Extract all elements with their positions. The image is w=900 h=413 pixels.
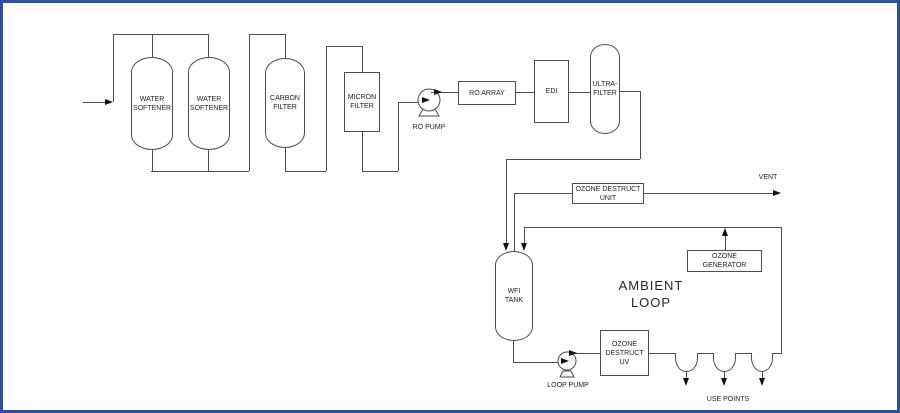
pipe-softener2-outlet-stub xyxy=(208,150,209,171)
pipe-softener1-outlet-stub xyxy=(152,150,153,171)
edi-label: EDI xyxy=(545,88,558,95)
pipe-to-ozone-destruct-unit xyxy=(514,193,572,194)
ozone-destruct-unit-box: OZONE DESTRUCT UNIT xyxy=(572,183,644,204)
ro-pump-label: RO PUMP xyxy=(412,124,446,131)
ozone-destruct-uv-box: OZONE DESTRUCT UV xyxy=(600,330,649,376)
use-point-3-arrow-icon xyxy=(758,378,765,386)
ozone-destruct-unit-label-line2: UNIT xyxy=(599,194,617,202)
use-point-3-stem xyxy=(762,372,763,378)
pipe-loop-pump-suction xyxy=(513,362,558,363)
water-softener-2-label-line1: WATER xyxy=(196,95,222,103)
use-point-1-arrow-icon xyxy=(682,378,689,386)
pipe-loop-right-riser xyxy=(781,227,782,353)
pipe-usepoint-run-4 xyxy=(773,353,782,354)
pipe-micron-top-run xyxy=(326,46,362,47)
micron-filter-label-line2: FILTER xyxy=(350,103,374,110)
ozone-destruct-uv-label-line1: OZONE xyxy=(612,340,637,348)
ultra-filter-label-line2: FILTER xyxy=(593,90,617,97)
use-points-label: USE POINTS xyxy=(706,396,750,403)
carbon-filter-label-line2: FILTER xyxy=(273,104,297,111)
pipe-tank-vent-riser xyxy=(514,193,515,251)
edi-box: EDI xyxy=(534,60,569,123)
pipe-riser-to-ro-pump xyxy=(398,102,399,171)
pipe-micron-outlet-stub xyxy=(362,132,363,171)
pipe-loop-return-run xyxy=(524,227,781,228)
ro-pump-discharge-arrow-icon xyxy=(434,88,442,95)
pipe-softener-bottom-manifold xyxy=(151,171,249,172)
pipe-usepoint-run-2 xyxy=(698,353,713,354)
micron-filter-label-line1: MICRON xyxy=(347,94,377,101)
pipe-ozone-generator-feed xyxy=(725,235,726,250)
pipe-usepoint-run-1 xyxy=(649,353,675,354)
water-softener-1-label-line2: SOFTENER xyxy=(132,104,172,112)
loop-return-arrow-icon xyxy=(520,243,527,251)
pipe-micron-inlet-stub xyxy=(362,46,363,72)
pipe-vent-line xyxy=(644,193,773,194)
ultra-filter-label-line1: ULTRA- xyxy=(592,81,618,88)
ro-array-label: RO ARRAY xyxy=(469,89,505,97)
pipe-carbon-bottom-run xyxy=(285,171,326,172)
ambient-loop-label-line2: LOOP xyxy=(630,295,672,310)
pipe-tank-outlet-stub xyxy=(513,341,514,362)
pipe-ultrafilter-outlet xyxy=(620,91,640,92)
pipe-tank-feed-drop xyxy=(506,159,507,244)
water-softener-1-label-line1: WATER xyxy=(139,95,165,103)
pipe-carbon-outlet-stub xyxy=(285,148,286,171)
pipe-loop-return-drop xyxy=(524,227,525,243)
pipe-micron-bottom-run xyxy=(362,171,398,172)
ro-pump-inlet-arrow-icon xyxy=(422,96,430,103)
ozone-generator-label-line2: GENERATOR xyxy=(702,262,747,269)
water-softener-2-label-line2: SOFTENER xyxy=(189,104,229,112)
loop-pump-discharge-arrow-icon xyxy=(569,349,577,356)
wfi-tank-vessel: WFI TANK xyxy=(495,251,533,341)
carbon-filter-label-line1: CARBON xyxy=(270,95,300,102)
ozone-destruct-uv-label-line2: DESTRUCT xyxy=(605,349,644,357)
pipe-ro-pump-suction xyxy=(398,102,418,103)
tank-feed-arrow-icon xyxy=(502,243,509,251)
ozone-generator-box: OZONE GENERATOR xyxy=(687,250,762,272)
vent-arrow-icon xyxy=(773,189,781,196)
micron-filter-box: MICRON FILTER xyxy=(344,72,380,132)
use-point-3-dip xyxy=(751,353,773,372)
pipe-carbon-top-run xyxy=(249,34,285,35)
pipe-softener2-inlet-stub xyxy=(208,34,209,57)
feed-flow-arrow-icon xyxy=(105,98,113,105)
wfi-tank-label-line2: TANK xyxy=(504,297,524,304)
water-softener-1-vessel: WATER SOFTENER xyxy=(131,57,173,150)
pipe-roarray-to-edi xyxy=(516,92,534,93)
pipe-feed-riser xyxy=(113,34,114,102)
vent-label: VENT xyxy=(758,174,778,181)
ultra-filter-vessel: ULTRA- FILTER xyxy=(590,44,620,134)
pipe-ultrafilter-downcomer xyxy=(640,91,641,159)
loop-pump-inlet-arrow-icon xyxy=(561,357,569,364)
ambient-loop-label-line1: AMBIENT xyxy=(618,278,684,293)
ro-array-box: RO ARRAY xyxy=(458,81,516,105)
use-point-1-dip xyxy=(675,353,698,372)
pipe-usepoint-run-3 xyxy=(736,353,751,354)
ozone-generator-arrow-icon xyxy=(721,228,728,236)
pipe-softener1-inlet-stub xyxy=(152,34,153,57)
carbon-filter-vessel: CARBON FILTER xyxy=(265,58,305,148)
loop-pump-label: LOOP PUMP xyxy=(547,382,589,389)
use-point-1-stem xyxy=(686,372,687,378)
pipe-riser-to-carbon xyxy=(249,34,250,171)
use-point-2-stem xyxy=(724,372,725,378)
pipe-loop-pump-discharge xyxy=(570,353,600,354)
ozone-destruct-uv-label-line3: UV xyxy=(619,358,630,366)
wfi-tank-label-line1: WFI xyxy=(507,288,521,295)
pipe-transfer-run xyxy=(506,159,640,160)
use-point-2-dip xyxy=(713,353,736,372)
pipe-ro-pump-discharge xyxy=(431,92,458,93)
pipe-feed-inlet xyxy=(83,102,107,103)
pipe-riser-to-micron xyxy=(326,46,327,171)
pipe-edi-to-ultrafilter xyxy=(569,92,590,93)
ozone-generator-label-line1: OZONE xyxy=(712,253,737,260)
water-softener-2-vessel: WATER SOFTENER xyxy=(188,57,230,150)
pipe-softener-top-manifold xyxy=(113,34,208,35)
ozone-destruct-unit-label-line1: OZONE DESTRUCT xyxy=(575,185,641,193)
use-point-2-arrow-icon xyxy=(720,378,727,386)
pipe-carbon-inlet-stub xyxy=(285,34,286,58)
